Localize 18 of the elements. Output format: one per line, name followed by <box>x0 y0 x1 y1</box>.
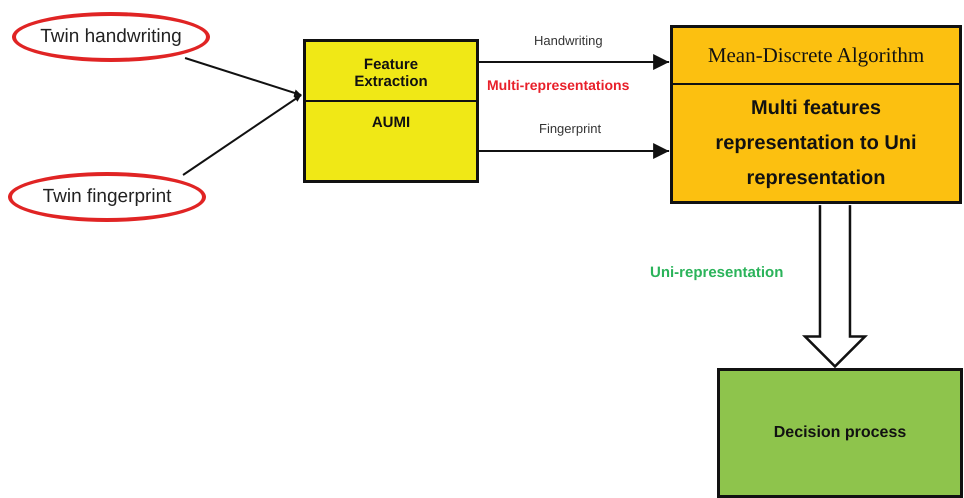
node-label: Twin fingerprint <box>42 186 172 208</box>
box-text: AUMI <box>372 114 410 131</box>
box-heading: Decision process <box>774 424 906 442</box>
arrow <box>479 143 670 160</box>
annotation-text: Multi-representations <box>487 77 630 93</box>
process-box <box>717 368 963 498</box>
process-box <box>303 39 479 183</box>
process-box <box>670 25 962 204</box>
arrow <box>479 54 670 70</box>
box-text: Multi features representation to Uni representation <box>714 96 918 190</box>
block-arrow <box>802 204 868 368</box>
edge-label: Uni-representation <box>648 264 786 281</box>
edge-label: Fingerprint <box>537 121 604 136</box>
box-heading: Feature Extraction <box>353 56 429 90</box>
node-label: Twin handwriting <box>40 26 182 48</box>
box-heading: Mean-Discrete Algorithm <box>708 43 924 68</box>
edge-label: Handwriting <box>532 33 605 48</box>
arrow <box>182 94 302 176</box>
